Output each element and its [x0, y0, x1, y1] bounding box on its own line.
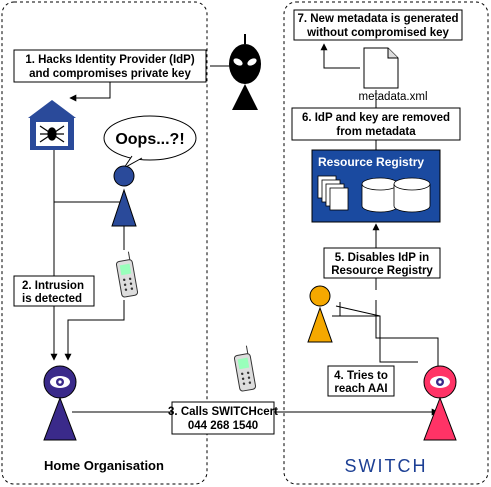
eye-icon — [43, 396, 77, 441]
step-3-line-1: 3. Calls SWITCHcert — [168, 406, 278, 418]
step-3-box: 3. Calls SWITCHcert 044 268 1540 — [168, 401, 278, 435]
switch-user-figure — [307, 285, 333, 343]
spider-house-icon — [28, 100, 76, 150]
step-6-line-1: 6. IdP and key are removed — [302, 112, 450, 124]
eye-icon — [423, 396, 457, 441]
phone-icon — [115, 251, 139, 298]
metadata-filename: metadata.xml — [358, 91, 427, 103]
step-6-box: 6. IdP and key are removed from metadata — [291, 107, 461, 141]
step-1-line-1: 1. Hacks Identity Provider (IdP) — [25, 54, 195, 66]
switch-brand-logo: SWITCH — [345, 456, 428, 476]
speech-bubble: Oops...?! — [103, 115, 197, 169]
step-5-box: 5. Disables IdP in Resource Registry — [323, 247, 441, 279]
step-4-box: 4. Tries to reach AAI — [327, 365, 395, 397]
resource-registry-box: Resource Registry — [311, 149, 441, 223]
speech-text: Oops...?! — [115, 131, 184, 148]
document-stack-icon — [317, 175, 349, 211]
step-4-line-1: 4. Tries to — [334, 370, 388, 382]
step-4-line-2: reach AAI — [334, 383, 387, 395]
step-7-line-2: without compromised key — [306, 27, 449, 39]
admin-user-figure — [111, 165, 137, 227]
step-7-box: 7. New metadata is generated without com… — [293, 9, 463, 41]
step-2-line-1: 2. Intrusion — [22, 280, 84, 292]
home-organisation-zone — [1, 1, 208, 485]
resource-registry-title: Resource Registry — [318, 155, 424, 169]
database-icon — [361, 177, 431, 213]
attacker-icon — [229, 34, 261, 110]
step-2-box: 2. Intrusion is detected — [13, 275, 95, 307]
home-idp-figure — [43, 365, 77, 441]
step-5-line-2: Resource Registry — [331, 265, 433, 277]
step-5-line-1: 5. Disables IdP in — [335, 252, 429, 264]
switch-zone — [283, 1, 489, 485]
step-3-phone-number: 044 268 1540 — [188, 420, 258, 432]
switch-idp-figure — [423, 365, 457, 441]
step-7-line-1: 7. New metadata is generated — [297, 13, 458, 25]
step-2-line-2: is detected — [22, 293, 82, 305]
document-icon — [363, 47, 399, 89]
step-6-line-2: from metadata — [336, 126, 416, 138]
step-1-line-2: and compromises private key — [29, 68, 191, 80]
phone-icon — [233, 345, 257, 392]
home-organisation-label: Home Organisation — [44, 458, 164, 473]
step-1-box: 1. Hacks Identity Provider (IdP) and com… — [13, 49, 207, 83]
